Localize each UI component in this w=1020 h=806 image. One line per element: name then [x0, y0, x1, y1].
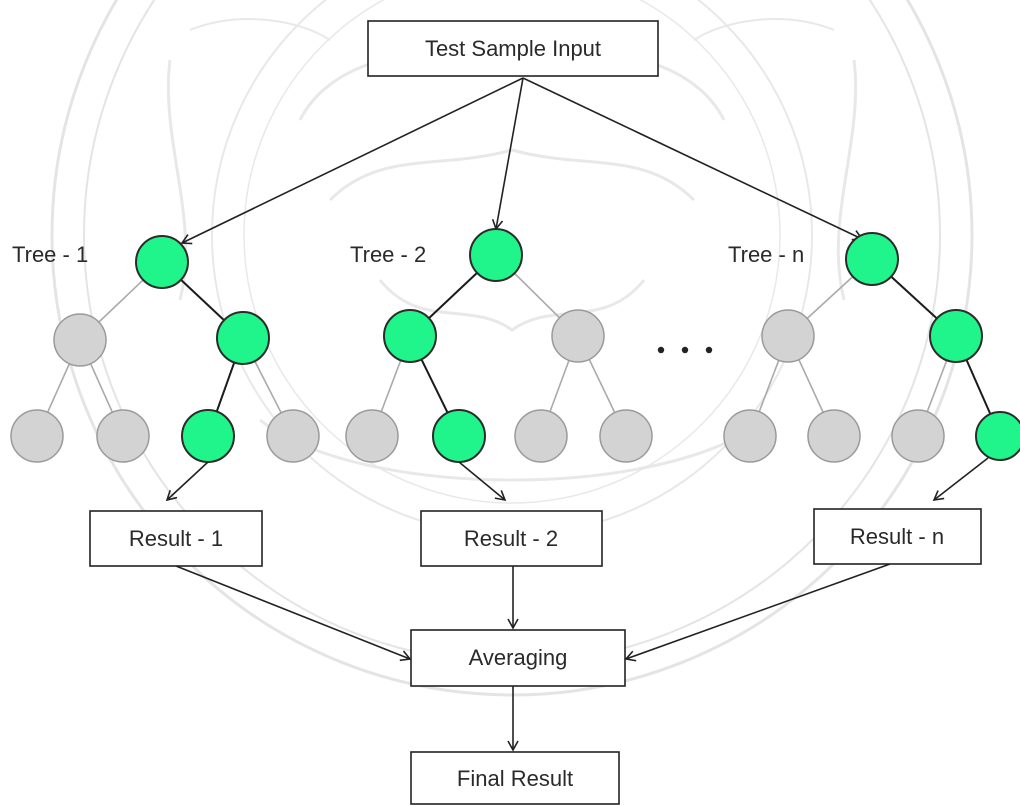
tree-n-root-node [845, 232, 899, 286]
arrow-tree-2-to-result [458, 461, 507, 502]
result-box-n: Result - n [813, 508, 982, 565]
result-2-label: Result - 2 [464, 526, 558, 551]
tree-n-label: Tree - n [728, 242, 804, 267]
result-n-label: Result - n [850, 524, 944, 549]
leaf-node-active [432, 409, 486, 463]
arrow-input-to-tree-n [522, 77, 864, 241]
ellipsis-dots [657, 346, 713, 354]
arrow-tree-n-to-result [932, 457, 989, 502]
final-result-box: Final Result [410, 751, 620, 805]
leaf-node [514, 409, 568, 463]
tree-node-active [929, 309, 983, 363]
tree-1: Tree - 1 [10, 235, 320, 502]
leaf-node [10, 409, 64, 463]
input-arrows [180, 77, 864, 245]
tree-1-root-node [135, 235, 189, 289]
watermark-seal [50, 0, 974, 697]
leaf-node [96, 409, 150, 463]
input-box: Test Sample Input [367, 20, 659, 77]
averaging-box: Averaging [410, 629, 626, 687]
leaf-node [599, 409, 653, 463]
tree-n: Tree - n [723, 232, 1020, 502]
tree-node [551, 309, 605, 363]
tree-node-active [383, 309, 437, 363]
input-box-label: Test Sample Input [425, 36, 601, 61]
tree-2: Tree - 2 [345, 228, 653, 502]
aggregate-arrows [175, 563, 891, 662]
leaf-node-active [975, 411, 1020, 461]
leaf-node [345, 409, 399, 463]
arrow-input-to-tree-2 [491, 77, 524, 231]
leaf-node [266, 409, 320, 463]
leaf-node [807, 409, 861, 463]
arrow-input-to-tree-1 [180, 77, 524, 245]
result-box-1: Result - 1 [89, 510, 263, 567]
result-box-2: Result - 2 [420, 510, 603, 567]
arrow-result-n-to-averaging [624, 563, 891, 662]
tree-node [761, 309, 815, 363]
tree-node-active [216, 311, 270, 365]
tree-2-root-node [469, 228, 523, 282]
result-1-label: Result - 1 [129, 526, 223, 551]
tree-1-label: Tree - 1 [12, 242, 88, 267]
arrow-result-1-to-averaging [175, 565, 412, 662]
averaging-label: Averaging [469, 645, 568, 670]
arrow-tree-1-to-result [165, 461, 209, 502]
tree-2-label: Tree - 2 [350, 242, 426, 267]
leaf-node [723, 409, 777, 463]
leaf-node [891, 409, 945, 463]
leaf-node-active [181, 409, 235, 463]
final-result-label: Final Result [457, 766, 573, 791]
tree-node [53, 313, 107, 367]
